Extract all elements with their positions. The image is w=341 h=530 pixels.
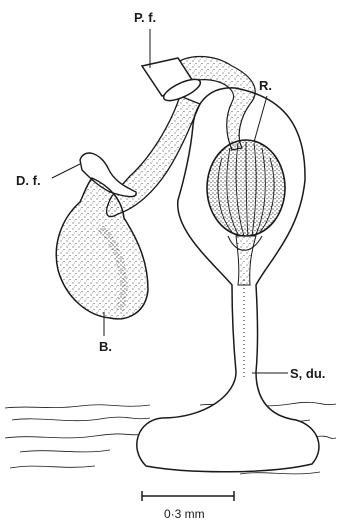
label-df: D. f. xyxy=(16,173,41,188)
label-b: B. xyxy=(99,339,112,354)
label-pf: P. f. xyxy=(134,10,156,25)
scale-bar xyxy=(142,491,234,501)
scale-bar-label: 0·3 mm xyxy=(164,507,205,521)
label-sdu: S, du. xyxy=(290,366,325,381)
label-r: R. xyxy=(259,78,272,93)
